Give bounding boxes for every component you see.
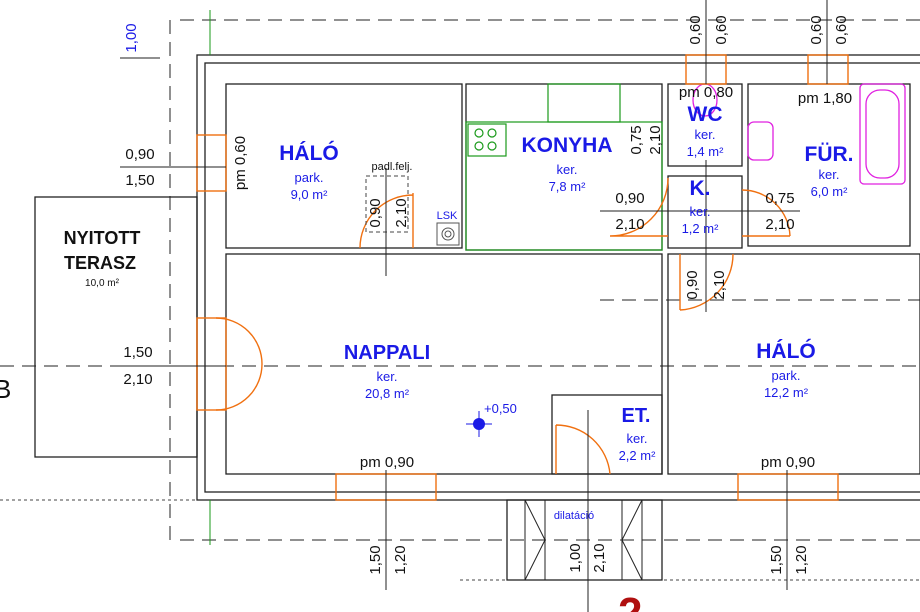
dim-text: 1,20 [392, 545, 409, 574]
room-nappali-name: NAPPALI [344, 342, 430, 364]
entry-steps [506, 499, 663, 581]
dilatacio-label: dilatáció [554, 510, 594, 522]
dim-text: 1,50 [123, 344, 152, 361]
room-fur-area: 6,0 m² [811, 184, 849, 199]
room-nappali-area: 20,8 m² [365, 386, 410, 401]
dim-text: 0,60 [833, 15, 850, 44]
room-nappali-floor: ker. [377, 369, 398, 384]
room-halo-right-area: 12,2 m² [764, 385, 809, 400]
terrace-name-2: TERASZ [64, 253, 136, 273]
dim-text: 0,60 [687, 15, 704, 44]
room-fur-floor: ker. [819, 167, 840, 182]
room-halo-left-area: 9,0 m² [291, 187, 329, 202]
room-et-area: 2,2 m² [619, 448, 657, 463]
dim-text: pm 0,90 [761, 454, 815, 471]
room-halo-left-floor: park. [295, 170, 324, 185]
dim-text: 1,50 [768, 545, 785, 574]
washing-machine [436, 222, 460, 246]
section-marker: B [0, 374, 11, 404]
room-k-area: 1,2 m² [682, 221, 720, 236]
dim-text: 1,00 [567, 543, 584, 572]
dim-text: 0,90 [125, 146, 154, 163]
dim-text: pm 0,60 [232, 136, 249, 190]
room-wc-name: WC [688, 103, 723, 126]
level-label: +0,50 [484, 401, 517, 416]
dim-text: 1,50 [367, 545, 384, 574]
terrace-area: 10,0 m² [85, 278, 120, 289]
dim-text: 1,00 [123, 23, 140, 52]
axis-lines [0, 19, 920, 581]
terrace-name-1: NYITOTT [64, 228, 141, 248]
room-fur-name: FÜR. [805, 143, 854, 166]
kitchen-counter [436, 83, 663, 251]
room-konyha-floor: ker. [557, 162, 578, 177]
dim-text: 2,10 [123, 371, 152, 388]
room-halo-right-name: HÁLÓ [756, 339, 816, 363]
dim-text: pm 0,80 [679, 84, 733, 101]
dim-text: 0,75 [628, 125, 645, 154]
dimension-lines [110, 0, 828, 612]
dim-text: 1,20 [793, 545, 810, 574]
dim-text: 1,50 [125, 172, 154, 189]
lsk-label: LSK [437, 210, 458, 222]
dim-text: 2,10 [765, 216, 794, 233]
dim-text: pm 0,90 [360, 454, 414, 471]
dim-text: pm 1,80 [798, 90, 852, 107]
dim-text: 0,60 [808, 15, 825, 44]
attic-hatch-label: padl.felj. [372, 161, 413, 173]
room-wc-area: 1,4 m² [687, 144, 725, 159]
dim-text: 2,10 [711, 270, 728, 299]
dim-text: 2,10 [615, 216, 644, 233]
dim-text: 2,10 [591, 543, 608, 572]
room-halo-right-floor: park. [772, 368, 801, 383]
axis-number: 2 [618, 589, 642, 612]
room-konyha-name: KONYHA [521, 134, 612, 157]
bathtub [859, 83, 906, 185]
room-et-floor: ker. [627, 431, 648, 446]
room-wc-floor: ker. [695, 127, 716, 142]
level-marker: +0,50 [466, 401, 517, 437]
dim-text: 0,75 [765, 190, 794, 207]
room-halo-left-name: HÁLÓ [279, 141, 339, 165]
dim-text: 0,60 [713, 15, 730, 44]
dim-text: 0,90 [367, 198, 384, 227]
dim-text: 0,90 [684, 270, 701, 299]
room-konyha-area: 7,8 m² [549, 179, 587, 194]
dim-text: 2,10 [647, 125, 664, 154]
room-k-floor: ker. [690, 204, 711, 219]
walls [196, 54, 920, 501]
sink [747, 121, 774, 161]
room-k-name: K. [690, 177, 711, 200]
dim-text: 0,90 [615, 190, 644, 207]
dim-text: 2,10 [393, 198, 410, 227]
room-et-name: ET. [622, 405, 651, 427]
